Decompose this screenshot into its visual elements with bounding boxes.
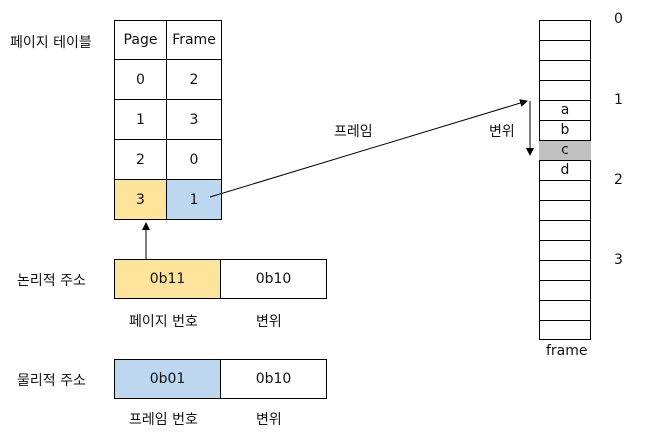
page-table-cell-frame-highlighted: 1 (166, 179, 222, 220)
page-table-cell-page-highlighted: 3 (114, 179, 167, 220)
frame-arrow-label: 프레임 (334, 124, 373, 140)
frame-number-marker: 2 (614, 172, 623, 188)
logical-offset-caption: 변위 (256, 314, 282, 330)
memory-cell-content: d (560, 162, 570, 178)
memory-cell-content: c (561, 142, 569, 158)
logical-address-label: 논리적 주소 (17, 273, 86, 289)
page-table-title: 페이지 테이블 (10, 35, 92, 51)
logical-page-number-box: 0b11 (114, 259, 221, 299)
memory-offset-label: 변위 (489, 124, 515, 140)
frame-number-marker: 1 (614, 92, 623, 108)
physical-offset-caption: 변위 (256, 412, 282, 428)
memory-caption: frame (546, 343, 588, 359)
logical-offset-box: 0b10 (220, 259, 327, 299)
physical-address-label: 물리적 주소 (17, 373, 86, 389)
memory-cell-content: a (560, 102, 570, 118)
page-number-caption: 페이지 번호 (129, 314, 198, 330)
memory-row-dividers (539, 40, 591, 321)
frame-mapping-arrow (209, 99, 528, 198)
frame-number-marker: 3 (614, 252, 623, 268)
physical-offset-box: 0b10 (220, 359, 327, 399)
memory-cell-selected (539, 140, 591, 160)
memory-cell-content: b (560, 122, 570, 138)
frame-number-marker: 0 (614, 11, 623, 27)
physical-frame-number-box: 0b01 (114, 359, 221, 399)
frame-number-caption: 프레임 번호 (129, 412, 198, 428)
